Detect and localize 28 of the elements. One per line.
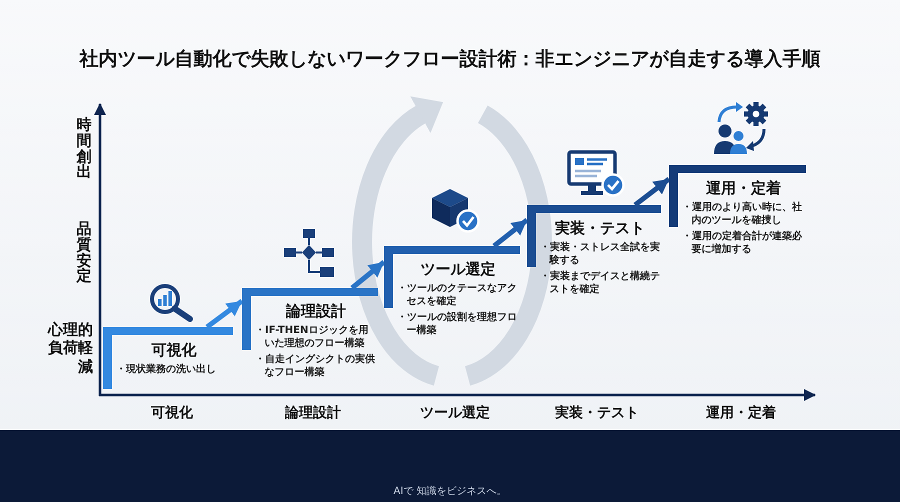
diagram-title: 社内ツール自動化で失敗しないワークフロー設計術：非エンジニアが自走する導入手順 xyxy=(80,47,820,72)
step-arrow xyxy=(350,260,386,290)
step-title: 運用・定着 xyxy=(706,179,781,198)
axis-label: 心理的負荷軽減 xyxy=(47,320,93,376)
bullet-text: ・IF-THENロジックを用いた理想のフロー構築 xyxy=(255,324,370,350)
bullet-text: ・自走イングシクトの実供なフロー構築 xyxy=(255,353,376,379)
step-title: 実装・テスト xyxy=(555,219,645,238)
bullet-text: ・運用のより高い時に、社内のツールを確捜し xyxy=(682,201,803,227)
step-arrow xyxy=(633,177,671,207)
bullet-text: ・実装までデイスと構繞テストを確定 xyxy=(540,270,660,296)
bullet-text: ・運用の定着合計が連築必要に増加する xyxy=(682,230,803,256)
axis-label: 運用・定着 xyxy=(706,404,776,422)
tagline-text: AIで 知識をビジネスへ。 xyxy=(394,484,506,498)
bullet-text: ・現状業務の洗い出し xyxy=(116,363,216,376)
axis-label: 品質安定 xyxy=(76,222,92,284)
axis-label: 可視化 xyxy=(151,404,193,422)
bullet-text: ・実装・ストレス全試を実験する xyxy=(540,241,660,267)
bullet-text: ・ツールのクテースなアクセスを確定 xyxy=(397,282,518,308)
step-title: 論理設計 xyxy=(286,302,346,321)
step-title: 可視化 xyxy=(152,341,196,360)
axis-label: 実装・テスト xyxy=(555,404,639,422)
bullet-text: ・ツールの設割を理想フロー構築 xyxy=(397,311,518,337)
step-arrow xyxy=(492,218,529,248)
step-arrow xyxy=(206,299,244,329)
step-title: ツール選定 xyxy=(420,260,496,279)
axis-label: 時間創出 xyxy=(76,118,92,180)
axis-label: 論理設計 xyxy=(285,404,341,422)
axis-label: ツール選定 xyxy=(420,404,490,422)
